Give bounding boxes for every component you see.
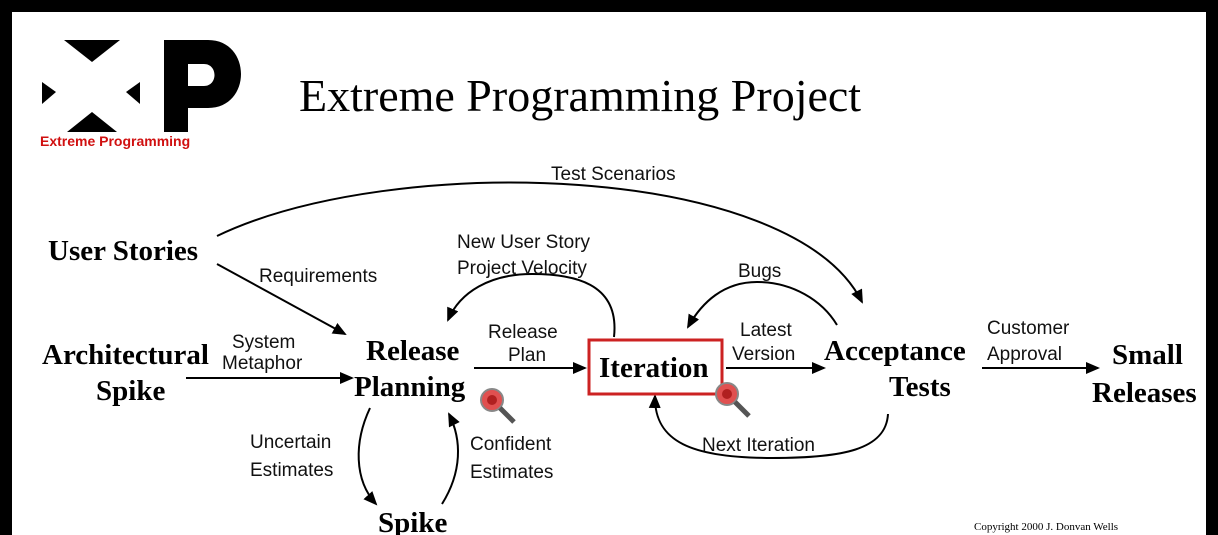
node-iteration: Iteration (599, 352, 709, 384)
node-release-planning-line2: Planning (354, 371, 466, 403)
label-latest-version-line2: Version (732, 344, 795, 365)
logo-top-triangle (64, 40, 120, 62)
label-confident-estimates-line1: Confident (470, 434, 552, 455)
label-new-user-story-line2: Project Velocity (457, 258, 587, 279)
label-next-iteration: Next Iteration (702, 435, 815, 456)
xp-diagram: Extreme Programming Extreme Programming … (40, 40, 1197, 535)
magnifier-icon[interactable] (715, 382, 751, 418)
logo-text: Extreme Programming (40, 133, 190, 149)
arrow-uncertain-estimates (357, 407, 378, 506)
node-acceptance-tests-line1: Acceptance (824, 335, 966, 367)
label-new-user-story-line1: New User Story (457, 232, 591, 253)
label-customer-approval-line1: Customer (987, 318, 1070, 339)
node-user-stories: User Stories (48, 235, 198, 267)
label-uncertain-estimates-line1: Uncertain (250, 432, 331, 453)
iteration-highlight-box (587, 338, 724, 396)
node-acceptance-tests-line2: Tests (889, 371, 951, 403)
arrow-requirements (216, 263, 347, 335)
node-small-releases-line2: Releases (1092, 377, 1197, 409)
copyright-text: Copyright 2000 J. Donvan Wells (974, 521, 1118, 533)
label-customer-approval-line2: Approval (987, 344, 1062, 365)
node-spike: Spike (378, 507, 447, 535)
xp-logo: Extreme Programming (40, 40, 241, 149)
arrow-next-iteration (648, 394, 889, 460)
arrow-bugs (687, 280, 838, 329)
label-release-plan-line2: Plan (508, 345, 546, 366)
logo-p-shape (164, 40, 241, 132)
arrow-new-user-story (447, 272, 616, 338)
page-title: Extreme Programming Project (299, 70, 861, 121)
arrow-confident-estimates (441, 412, 460, 505)
node-small-releases-line1: Small (1112, 339, 1183, 371)
diagram-slide: Extreme Programming Extreme Programming … (12, 12, 1206, 535)
magnifier-icon[interactable] (480, 388, 516, 424)
label-system-metaphor-line2: Metaphor (222, 353, 303, 374)
logo-right-triangle (126, 82, 140, 104)
label-system-metaphor-line1: System (232, 332, 295, 353)
label-bugs: Bugs (738, 261, 781, 282)
label-latest-version-line1: Latest (740, 320, 792, 341)
logo-left-triangle (42, 82, 56, 104)
node-architectural-spike-line2: Spike (96, 375, 165, 407)
label-requirements: Requirements (259, 266, 377, 287)
node-architectural-spike-line1: Architectural (42, 339, 209, 371)
node-release-planning-line1: Release (366, 335, 460, 367)
label-release-plan-line1: Release (488, 322, 558, 343)
arrow-test-scenarios (216, 181, 863, 304)
label-uncertain-estimates-line2: Estimates (250, 460, 333, 481)
label-test-scenarios: Test Scenarios (551, 164, 676, 185)
label-confident-estimates-line2: Estimates (470, 462, 553, 483)
logo-bottom-triangle (67, 112, 117, 132)
